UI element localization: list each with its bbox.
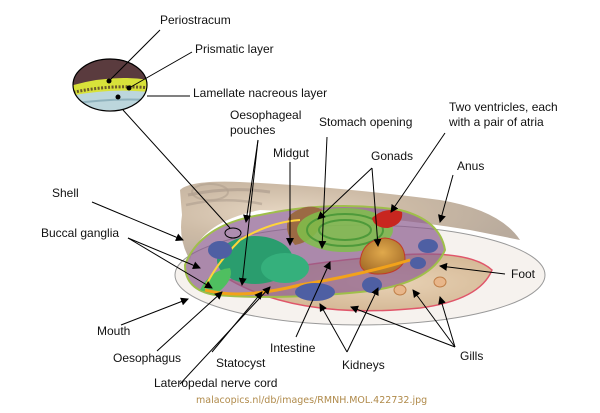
nacreous-layer [73, 90, 147, 111]
label-kidneys: Kidneys [342, 358, 385, 372]
image-credit: malacopics.nl/db/images/RMNH.MOL.422732.… [196, 395, 428, 406]
label-intestine: Intestine [270, 341, 316, 355]
shell-layers-inset [72, 58, 148, 112]
label-gills: Gills [460, 349, 484, 363]
label-stomach-opening: Stomach opening [319, 115, 413, 129]
label-lateropedal-nerve-cord: Lateropedal nerve cord [154, 376, 278, 390]
label-statocyst: Statocyst [216, 356, 266, 370]
label-oesophageal-pouches-1: Oesophageal [230, 108, 302, 122]
label-two-ventricles-1: Two ventricles, each [449, 100, 558, 114]
shell-shape [180, 181, 520, 260]
leader-lines [91, 29, 506, 385]
label-two-ventricles-2: with a pair of atria [449, 115, 544, 129]
label-foot: Foot [511, 267, 536, 281]
label-midgut: Midgut [273, 146, 310, 160]
label-periostracum: Periostracum [160, 13, 231, 27]
mollusc-body [174, 181, 546, 326]
label-shell: Shell [52, 186, 79, 200]
label-lamellate-nacreous-layer: Lamellate nacreous layer [193, 86, 328, 100]
label-oesophageal-pouches-2: pouches [230, 123, 276, 137]
label-gonads: Gonads [371, 149, 414, 163]
label-buccal-ganglia: Buccal ganglia [41, 226, 120, 240]
label-mouth: Mouth [97, 324, 131, 338]
label-prismatic-layer: Prismatic layer [195, 42, 274, 56]
label-anus: Anus [457, 159, 485, 173]
label-oesophagus: Oesophagus [113, 351, 182, 365]
